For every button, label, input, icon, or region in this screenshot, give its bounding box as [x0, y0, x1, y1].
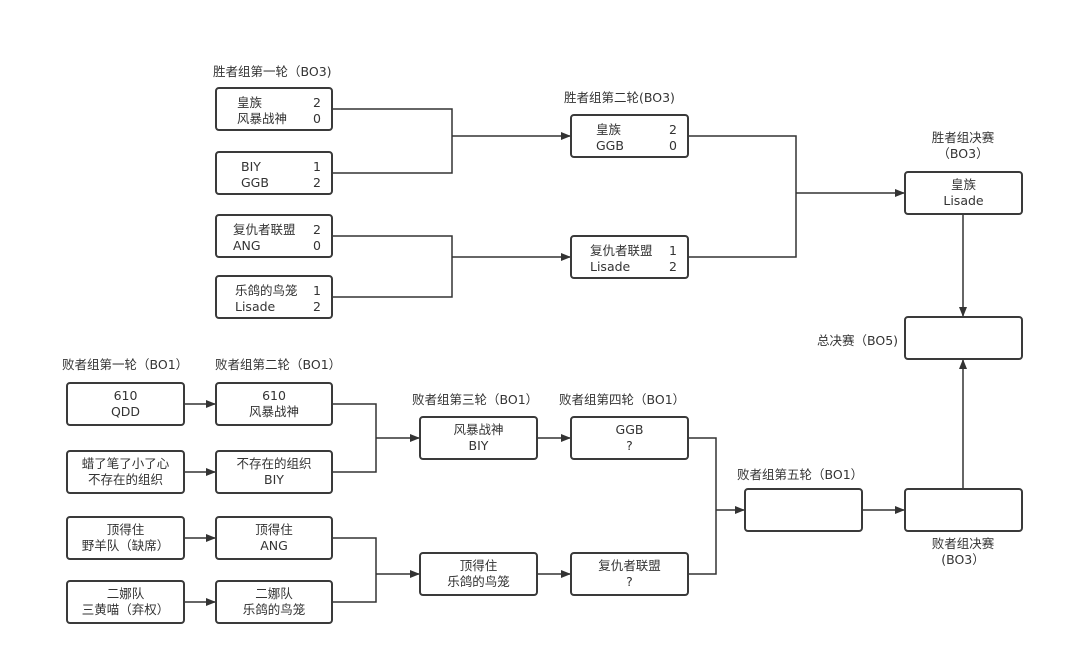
team-name: 610 — [113, 388, 138, 403]
team-name: BIY — [468, 438, 489, 453]
team-name: GGB — [241, 175, 269, 190]
team-name: 复仇者联盟 — [233, 222, 296, 237]
losers-r2-match-4[interactable]: 二娜队 乐鸽的鸟笼 — [215, 580, 333, 624]
team-name: ANG — [233, 238, 261, 253]
team-name: 风暴战神 — [248, 404, 299, 419]
losers-r3-match-2[interactable]: 顶得住 乐鸽的鸟笼 — [419, 552, 538, 596]
losers-round2-label: 败者组第二轮（BO1） — [215, 357, 342, 372]
team-name: ? — [626, 574, 633, 589]
team-name: 乐鸽的鸟笼 — [447, 574, 510, 589]
team-name: BIY — [241, 159, 261, 174]
team-name: 皇族 — [950, 177, 976, 192]
losers-r1-match-1[interactable]: 610 QDD — [66, 382, 185, 426]
team-name: GGB — [596, 138, 624, 153]
winners-r1-match-4[interactable]: 乐鸽的鸟笼 1 Lisade 2 — [215, 275, 333, 319]
team-score: 0 — [313, 238, 321, 253]
team-name: 不存在的组织 — [236, 456, 312, 471]
winners-final-label-line2: （BO3） — [937, 146, 989, 161]
grand-final-match[interactable] — [904, 316, 1023, 360]
team-name: 皇族 — [596, 122, 622, 137]
team-score: 1 — [669, 243, 677, 258]
winners-r1-match-1[interactable]: 皇族 2 风暴战神 0 — [215, 87, 333, 131]
team-name: BIY — [264, 472, 284, 487]
team-name: 乐鸽的鸟笼 — [235, 283, 298, 298]
team-name: 二娜队 — [106, 586, 145, 601]
team-name: 蜡了笔了小了心 — [81, 456, 170, 471]
team-name: 顶得住 — [459, 558, 498, 573]
team-name: ANG — [260, 538, 288, 553]
team-name: Lisade — [235, 299, 276, 314]
losers-round5-label: 败者组第五轮（BO1） — [737, 467, 864, 482]
losers-r1-match-4[interactable]: 二娜队 三黄喵（弃权） — [66, 580, 185, 624]
team-name: 复仇者联盟 — [598, 558, 661, 573]
losers-round3-label: 败者组第三轮（BO1） — [412, 392, 539, 407]
team-name: 风暴战神 — [453, 422, 504, 437]
losers-r2-match-3[interactable]: 顶得住 ANG — [215, 516, 333, 560]
winners-r1-match-3[interactable]: 复仇者联盟 2 ANG 0 — [215, 214, 333, 258]
team-name: 三黄喵（弃权） — [81, 602, 170, 617]
winners-round2-label: 胜者组第二轮(BO3) — [564, 90, 675, 105]
team-name: Lisade — [590, 259, 631, 274]
team-name: 顶得住 — [255, 522, 293, 537]
winners-r1-match-2[interactable]: BIY 1 GGB 2 — [215, 151, 333, 195]
team-score: 2 — [313, 299, 321, 314]
grand-final-label: 总决赛（BO5) — [817, 333, 899, 348]
team-name: 皇族 — [237, 95, 263, 110]
losers-final-match[interactable] — [904, 488, 1023, 532]
winners-final-match[interactable]: 皇族 Lisade — [904, 171, 1023, 215]
losers-r5-match[interactable] — [744, 488, 863, 532]
team-score: 2 — [669, 259, 677, 274]
losers-final-label-line1: 败者组决赛 — [931, 536, 995, 551]
winners-r2-match-2[interactable]: 复仇者联盟 1 Lisade 2 — [570, 235, 689, 279]
team-name: 顶得住 — [106, 522, 145, 537]
losers-r4-match-1[interactable]: GGB ? — [570, 416, 689, 460]
team-score: 2 — [313, 175, 321, 190]
team-score: 2 — [669, 122, 677, 137]
winners-round1-label: 胜者组第一轮（BO3) — [213, 64, 332, 79]
team-score: 1 — [313, 283, 321, 298]
losers-r2-match-1[interactable]: 610 风暴战神 — [215, 382, 333, 426]
team-score: 1 — [313, 159, 321, 174]
losers-final-label: 败者组决赛 (BO3） — [904, 536, 1022, 568]
team-name: 风暴战神 — [237, 111, 288, 126]
team-name: 610 — [262, 388, 286, 403]
team-score: 0 — [669, 138, 677, 153]
losers-r1-match-3[interactable]: 顶得住 野羊队（缺席） — [66, 516, 185, 560]
team-name: Lisade — [943, 193, 984, 208]
losers-r4-match-2[interactable]: 复仇者联盟 ? — [570, 552, 689, 596]
team-name: GGB — [615, 422, 644, 437]
losers-final-label-line2: (BO3） — [941, 552, 985, 567]
losers-r2-match-2[interactable]: 不存在的组织 BIY — [215, 450, 333, 494]
winners-r2-match-1[interactable]: 皇族 2 GGB 0 — [570, 114, 689, 158]
team-score: 2 — [313, 95, 321, 110]
team-score: 2 — [313, 222, 321, 237]
team-name: 野羊队（缺席） — [81, 538, 170, 553]
team-name: 乐鸽的鸟笼 — [242, 602, 306, 617]
winners-final-label: 胜者组决赛 （BO3） — [904, 130, 1022, 162]
losers-round1-label: 败者组第一轮（BO1） — [62, 357, 189, 372]
team-name: QDD — [110, 404, 141, 419]
team-name: 不存在的组织 — [87, 472, 163, 487]
team-name: 二娜队 — [255, 586, 293, 601]
team-score: 0 — [313, 111, 321, 126]
losers-r1-match-2[interactable]: 蜡了笔了小了心 不存在的组织 — [66, 450, 185, 494]
winners-final-label-line1: 胜者组决赛 — [931, 130, 995, 145]
losers-round4-label: 败者组第四轮（BO1） — [559, 392, 686, 407]
losers-r3-match-1[interactable]: 风暴战神 BIY — [419, 416, 538, 460]
team-name: ? — [626, 438, 633, 453]
team-name: 复仇者联盟 — [590, 243, 653, 258]
